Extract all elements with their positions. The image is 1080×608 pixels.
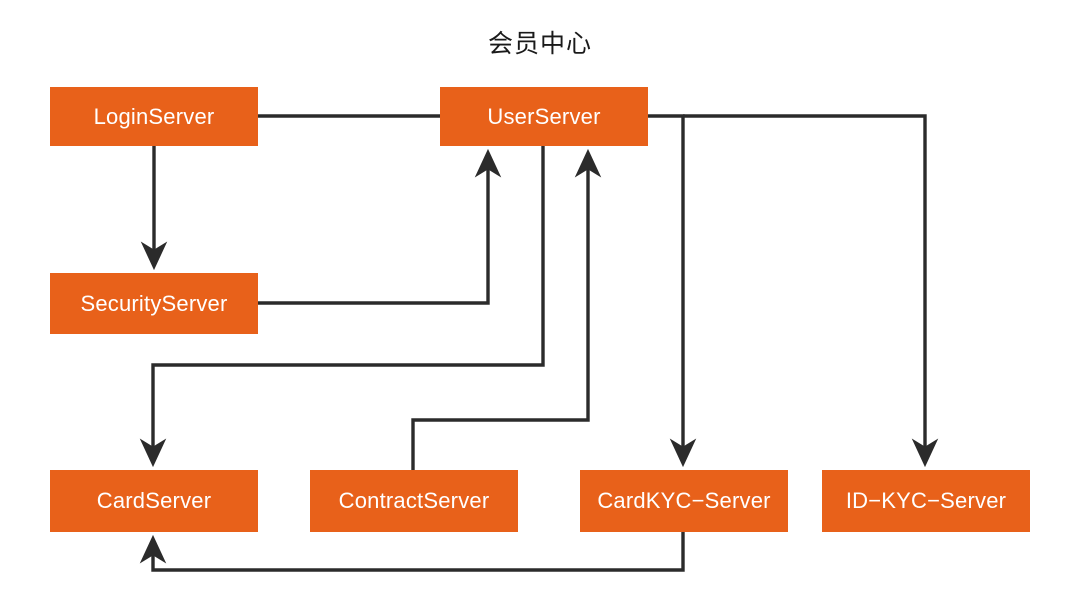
node-user[interactable]: UserServer (440, 87, 648, 146)
edge-contract-to-user (411, 148, 602, 470)
node-cardkyc[interactable]: CardKYC−Server (580, 470, 788, 532)
node-label: CardKYC−Server (597, 488, 771, 513)
edge-user-to-card (139, 146, 545, 468)
node-label: ID−KYC−Server (845, 488, 1007, 513)
node-contract[interactable]: ContractServer (310, 470, 518, 532)
node-label: CardServer (96, 488, 212, 513)
edge-user-to-idkyc (683, 114, 939, 468)
node-label: SecurityServer (80, 290, 228, 316)
edge-cardkyc-to-card (139, 532, 685, 572)
edge-security-to-user (258, 148, 502, 305)
node-login[interactable]: LoginServer (50, 87, 258, 146)
node-security[interactable]: SecurityServer (50, 273, 258, 334)
node-label: LoginServer (93, 103, 215, 129)
node-idkyc[interactable]: ID−KYC−Server (822, 470, 1030, 532)
edge-user-to-cardkyc (648, 114, 697, 468)
node-label: ContractServer (338, 488, 490, 513)
node-label: UserServer (487, 103, 601, 129)
node-card[interactable]: CardServer (50, 470, 258, 532)
diagram-title: 会员中心 (487, 29, 592, 58)
